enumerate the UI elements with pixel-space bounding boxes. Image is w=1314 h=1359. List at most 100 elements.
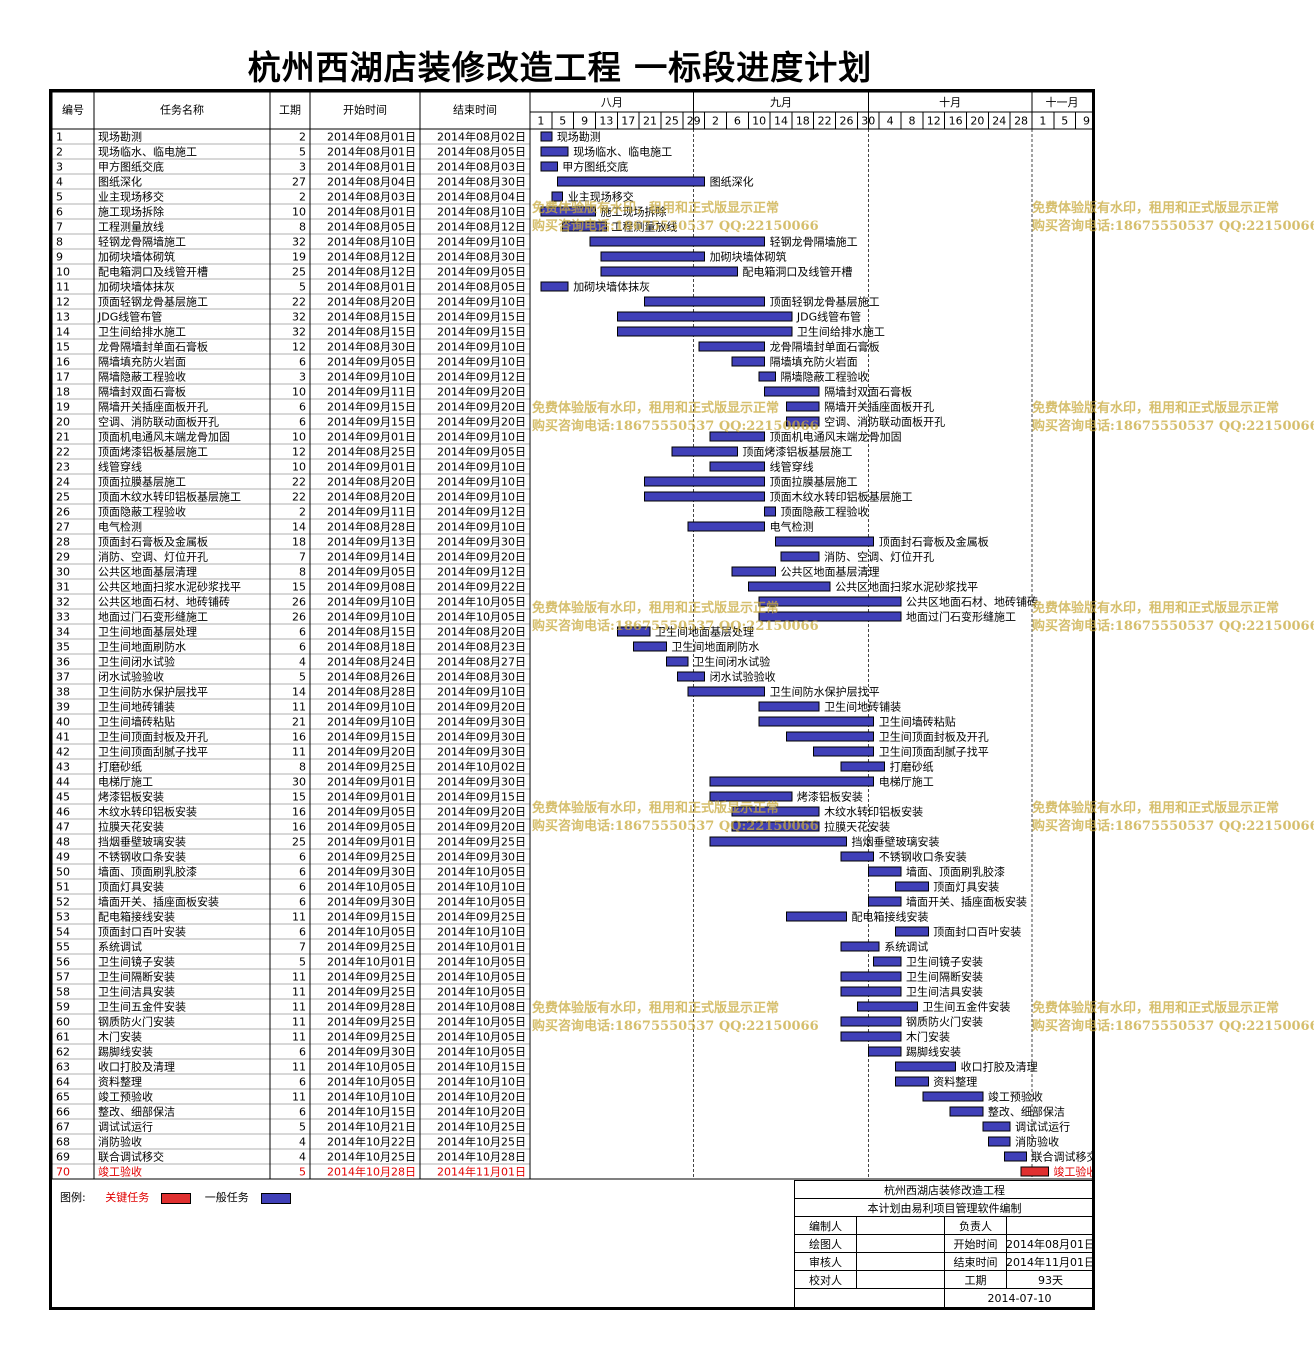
task-name: 卫生间隔断安装 [98,970,175,984]
month-label: 十月 [939,95,961,109]
task-end: 2014年10月05日 [437,1045,526,1059]
task-bar [840,941,880,952]
task-start: 2014年09月05日 [327,355,416,369]
task-id: 42 [56,746,70,759]
info-k1-1: 绘图人 [795,1235,857,1253]
info-software-note: 本计划由易利项目管理软件编制 [795,1199,1095,1217]
task-id: 9 [56,251,63,264]
bar-label: 卫生间墙砖粘贴 [879,715,956,729]
task-duration: 6 [299,626,306,639]
task-name: 顶面轻钢龙骨基层施工 [98,295,208,309]
bar-label: 隔墙隐蔽工程验收 [781,370,869,384]
task-start: 2014年10月15日 [327,1105,416,1119]
task-duration: 5 [299,146,306,159]
task-id: 38 [56,686,70,699]
task-duration: 5 [299,1121,306,1134]
task-name: 踢脚线安装 [98,1045,153,1059]
task-duration: 26 [292,596,306,609]
task-start: 2014年08月04日 [327,175,416,189]
task-name: 墙面开关、插座面板安装 [98,895,219,909]
task-start: 2014年08月01日 [327,205,416,219]
task-duration: 25 [292,836,306,849]
task-name: 公共区地面扫浆水泥砂浆找平 [98,580,241,594]
tick-label: 22 [818,115,832,128]
task-id: 58 [56,986,70,999]
task-name: 公共区地面基层清理 [98,566,197,579]
tick-label: 20 [970,115,984,128]
task-name: JDG线管布管 [97,310,162,324]
task-end: 2014年09月10日 [437,490,526,504]
tick-label: 10 [752,115,766,128]
column-header: 工期 [279,104,301,117]
bar-label: 卫生间洁具安装 [906,985,983,999]
task-end: 2014年08月30日 [437,175,526,189]
task-start: 2014年08月25日 [327,445,416,459]
info-v1-2 [857,1253,945,1271]
task-end: 2014年09月20日 [437,400,526,414]
task-id: 43 [56,761,70,774]
task-bar [731,566,777,577]
task-start: 2014年08月30日 [327,340,416,354]
task-duration: 4 [299,1151,306,1164]
legend-normal-swatch [260,1192,291,1204]
task-duration: 4 [299,656,306,669]
bar-label: 轻钢龙骨隔墙施工 [770,235,858,249]
task-id: 30 [56,566,70,579]
task-name: 竣工预验收 [98,1090,153,1104]
task-start: 2014年08月12日 [327,250,416,264]
column-header: 开始时间 [343,103,387,117]
task-end: 2014年10月02日 [437,760,526,774]
bar-label: 顶面机电通风末端龙骨加固 [770,430,902,444]
task-duration: 5 [299,281,306,294]
task-end: 2014年08月23日 [437,640,526,654]
task-id: 32 [56,596,70,609]
task-duration: 10 [292,461,306,474]
task-duration: 11 [292,701,306,714]
task-end: 2014年09月20日 [437,550,526,564]
task-id: 63 [56,1061,70,1074]
task-duration: 6 [299,416,306,429]
tick-label: 28 [1014,115,1028,128]
bar-label: 顶面烤漆铝板基层施工 [742,445,852,459]
task-bar [982,1121,1011,1132]
task-id: 19 [56,401,70,414]
task-duration: 32 [292,326,306,339]
task-id: 20 [56,416,70,429]
task-bar [785,731,875,742]
task-duration: 2 [299,506,306,519]
task-name: 整改、细部保洁 [98,1105,175,1119]
task-start: 2014年09月10日 [327,700,416,714]
task-name: 联合调试移交 [98,1150,164,1164]
bar-label: 地面过门石变形缝施工 [906,610,1016,624]
task-name: 卫生间洁具安装 [98,985,175,999]
task-bar [644,296,766,307]
task-name: 公共区地面石材、地砖铺砖 [98,595,230,609]
task-end: 2014年08月12日 [437,220,526,234]
task-end: 2014年08月20日 [437,625,526,639]
task-name: 现场临水、临电施工 [98,145,197,159]
task-bar [813,746,875,757]
task-end: 2014年09月05日 [437,265,526,279]
task-end: 2014年08月05日 [437,280,526,294]
bar-label: JDG线管布管 [796,310,861,324]
tick-label: 5 [1061,115,1068,128]
task-start: 2014年08月20日 [327,490,416,504]
task-name: 卫生间地面刷防水 [98,640,186,654]
task-id: 18 [56,386,70,399]
bar-label: 公共区地面石材、地砖铺砖 [906,595,1038,609]
task-id: 11 [56,281,70,294]
task-id: 34 [56,626,70,639]
bar-label: 打磨砂纸 [890,760,934,774]
task-end: 2014年09月25日 [437,835,526,849]
tick-label: 2 [712,115,719,128]
task-name: 空调、消防联动面板开孔 [98,415,219,429]
task-id: 53 [56,911,70,924]
bar-label: 卫生间闭水试验 [693,655,770,669]
task-bar [562,221,607,232]
task-end: 2014年11月01日 [437,1165,526,1179]
task-name: 现场勘测 [98,130,142,144]
bar-label: 顶面灯具安装 [933,880,999,894]
task-end: 2014年09月10日 [437,520,526,534]
task-duration: 22 [292,476,306,489]
task-bar [867,896,902,907]
